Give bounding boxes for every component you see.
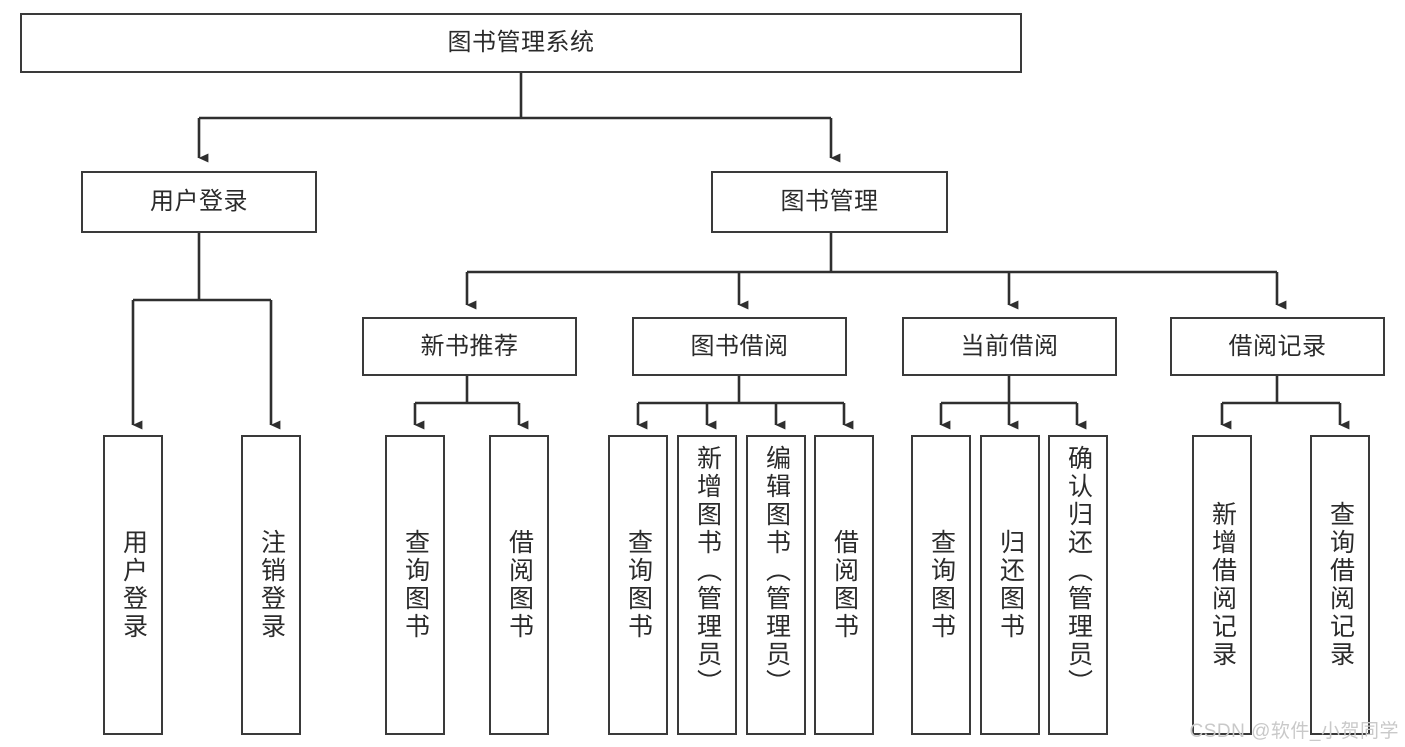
node-label: 图书借阅 [690, 332, 789, 360]
node-leaf-query-book-2[interactable]: 查询图书 [608, 435, 668, 735]
node-leaf-add-borrow-record[interactable]: 新增借阅记录 [1192, 435, 1252, 735]
node-label: 编辑图书（管理员） [762, 445, 791, 697]
node-book-management[interactable]: 图书管理 [711, 171, 948, 233]
node-leaf-query-borrow-record[interactable]: 查询借阅记录 [1310, 435, 1370, 735]
node-user-login[interactable]: 用户登录 [81, 171, 317, 233]
node-leaf-borrow-book-1[interactable]: 借阅图书 [489, 435, 549, 735]
watermark-text: CSDN @软件_小贺同学 [1189, 721, 1399, 742]
node-label: 新增图书（管理员） [693, 445, 722, 697]
node-label: 借阅图书 [505, 529, 534, 641]
node-label: 查询图书 [927, 529, 956, 641]
node-label: 新增借阅记录 [1208, 501, 1237, 669]
node-label: 用户登录 [150, 188, 248, 216]
node-leaf-edit-book[interactable]: 编辑图书（管理员） [746, 435, 806, 735]
node-label: 注销登录 [257, 529, 286, 641]
node-label: 查询图书 [401, 529, 430, 641]
node-leaf-return-book[interactable]: 归还图书 [980, 435, 1040, 735]
node-leaf-query-book-3[interactable]: 查询图书 [911, 435, 971, 735]
node-label: 归还图书 [996, 529, 1025, 641]
node-leaf-add-book[interactable]: 新增图书（管理员） [677, 435, 737, 735]
node-leaf-confirm-return[interactable]: 确认归还（管理员） [1048, 435, 1108, 735]
node-label: 当前借阅 [960, 332, 1059, 360]
node-label: 图书管理 [780, 188, 879, 216]
node-label: 图书管理系统 [447, 29, 595, 57]
node-current-borrow[interactable]: 当前借阅 [902, 317, 1117, 376]
node-label: 新书推荐 [420, 332, 519, 360]
node-leaf-logout-login[interactable]: 注销登录 [241, 435, 301, 735]
node-label: 查询图书 [624, 529, 653, 641]
node-label: 确认归还（管理员） [1064, 445, 1093, 697]
node-book-borrow[interactable]: 图书借阅 [632, 317, 847, 376]
node-leaf-user-login[interactable]: 用户登录 [103, 435, 163, 735]
node-leaf-borrow-book-2[interactable]: 借阅图书 [814, 435, 874, 735]
node-label: 借阅记录 [1228, 332, 1327, 360]
node-label: 用户登录 [119, 529, 148, 641]
node-new-book-recommend[interactable]: 新书推荐 [362, 317, 577, 376]
node-borrow-record[interactable]: 借阅记录 [1170, 317, 1385, 376]
node-leaf-query-book-1[interactable]: 查询图书 [385, 435, 445, 735]
node-label: 查询借阅记录 [1326, 501, 1355, 669]
node-label: 借阅图书 [830, 529, 859, 641]
node-root-system[interactable]: 图书管理系统 [20, 13, 1022, 73]
